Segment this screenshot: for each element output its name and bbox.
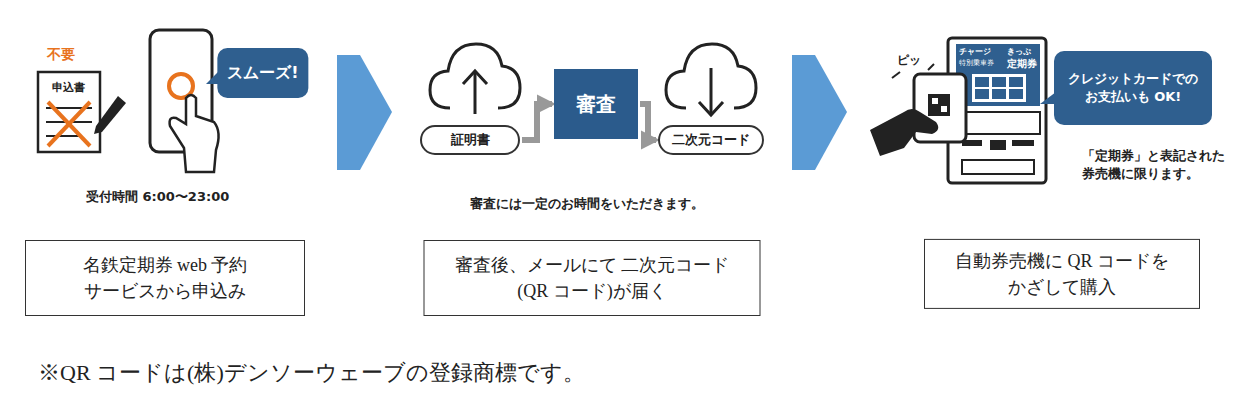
sound-mark	[928, 64, 934, 70]
speech-bubble: クレジットカードでの お支払いも OK!	[1054, 51, 1212, 125]
label-pill: 二次元コード	[658, 125, 764, 155]
screen-grid	[972, 74, 1026, 102]
note-label: 定期券	[1007, 57, 1037, 71]
machine-panel	[956, 112, 1040, 134]
step-arrow	[792, 55, 847, 170]
screen-cell	[992, 77, 1006, 87]
screen-cell	[1009, 77, 1023, 87]
sound-mark	[892, 72, 900, 78]
cloud-arrow	[699, 102, 723, 115]
note-label: 受付時間 6:00〜23:00	[86, 188, 229, 206]
flow-arrow	[640, 104, 656, 140]
machine-screen	[956, 44, 1040, 106]
node-text: 審査後、メールにて 二次元コード(QR コード)が届く	[447, 252, 737, 304]
tray	[962, 160, 1034, 174]
step-box: 名鉄定期券 web 予約 サービスから申込み	[25, 240, 305, 316]
screen-cell	[975, 89, 989, 99]
note-label: ※QR コードは(株)デンソーウェーブの登録商標です。	[38, 358, 585, 388]
speech-bubble: スムーズ!	[217, 48, 308, 98]
slot	[990, 140, 1006, 150]
cloud-arrow	[710, 68, 713, 114]
hand	[170, 95, 219, 172]
node-text: 名鉄定期券 web 予約 サービスから申込み	[40, 252, 290, 304]
note-label: 審査には一定のお時間をいただきます。	[470, 195, 704, 213]
form-sheet	[38, 72, 100, 152]
note-label: 申込書	[52, 80, 85, 95]
screen-cell	[992, 89, 1006, 99]
process-box: 審査	[554, 69, 638, 139]
node-text: 自動券売機に QR コードを かざして購入	[941, 248, 1183, 300]
hand	[870, 109, 938, 156]
step-box: 自動券売機に QR コードを かざして購入	[924, 239, 1200, 309]
node-text: 審査	[576, 91, 616, 118]
node-text: スムーズ!	[227, 63, 298, 84]
cloud-arrow	[474, 72, 477, 114]
form-line	[46, 135, 80, 137]
node-text: 証明書	[451, 131, 490, 149]
note-label: きっぷ	[1007, 46, 1031, 57]
screen-cell	[1009, 89, 1023, 99]
qr-code	[928, 94, 950, 116]
node-text: クレジットカードでの お支払いも OK!	[1065, 70, 1201, 106]
cloud-arrow	[463, 71, 487, 84]
step-arrow	[337, 55, 392, 170]
qr-code	[932, 98, 938, 104]
cross-mark	[48, 102, 90, 146]
node-text: 二次元コード	[672, 131, 750, 149]
note-label: ピッ	[897, 52, 921, 69]
upload-cloud	[430, 44, 520, 114]
screen-cell	[975, 77, 989, 87]
slot	[1012, 140, 1034, 146]
step-box: 審査後、メールにて 二次元コード(QR コード)が届く	[424, 240, 761, 316]
note-label: チャージ	[959, 46, 991, 57]
flow-arrow	[522, 104, 552, 140]
download-cloud	[666, 44, 756, 115]
pen	[94, 96, 126, 134]
note-label: 不要	[47, 46, 75, 64]
cross-mark	[48, 102, 90, 146]
label-pill: 証明書	[420, 125, 520, 155]
qr-code	[941, 106, 947, 112]
note-label: 特別乗車券	[959, 58, 994, 68]
note-label: 「定期券」と表記された 券売機に限ります。	[1082, 147, 1234, 183]
